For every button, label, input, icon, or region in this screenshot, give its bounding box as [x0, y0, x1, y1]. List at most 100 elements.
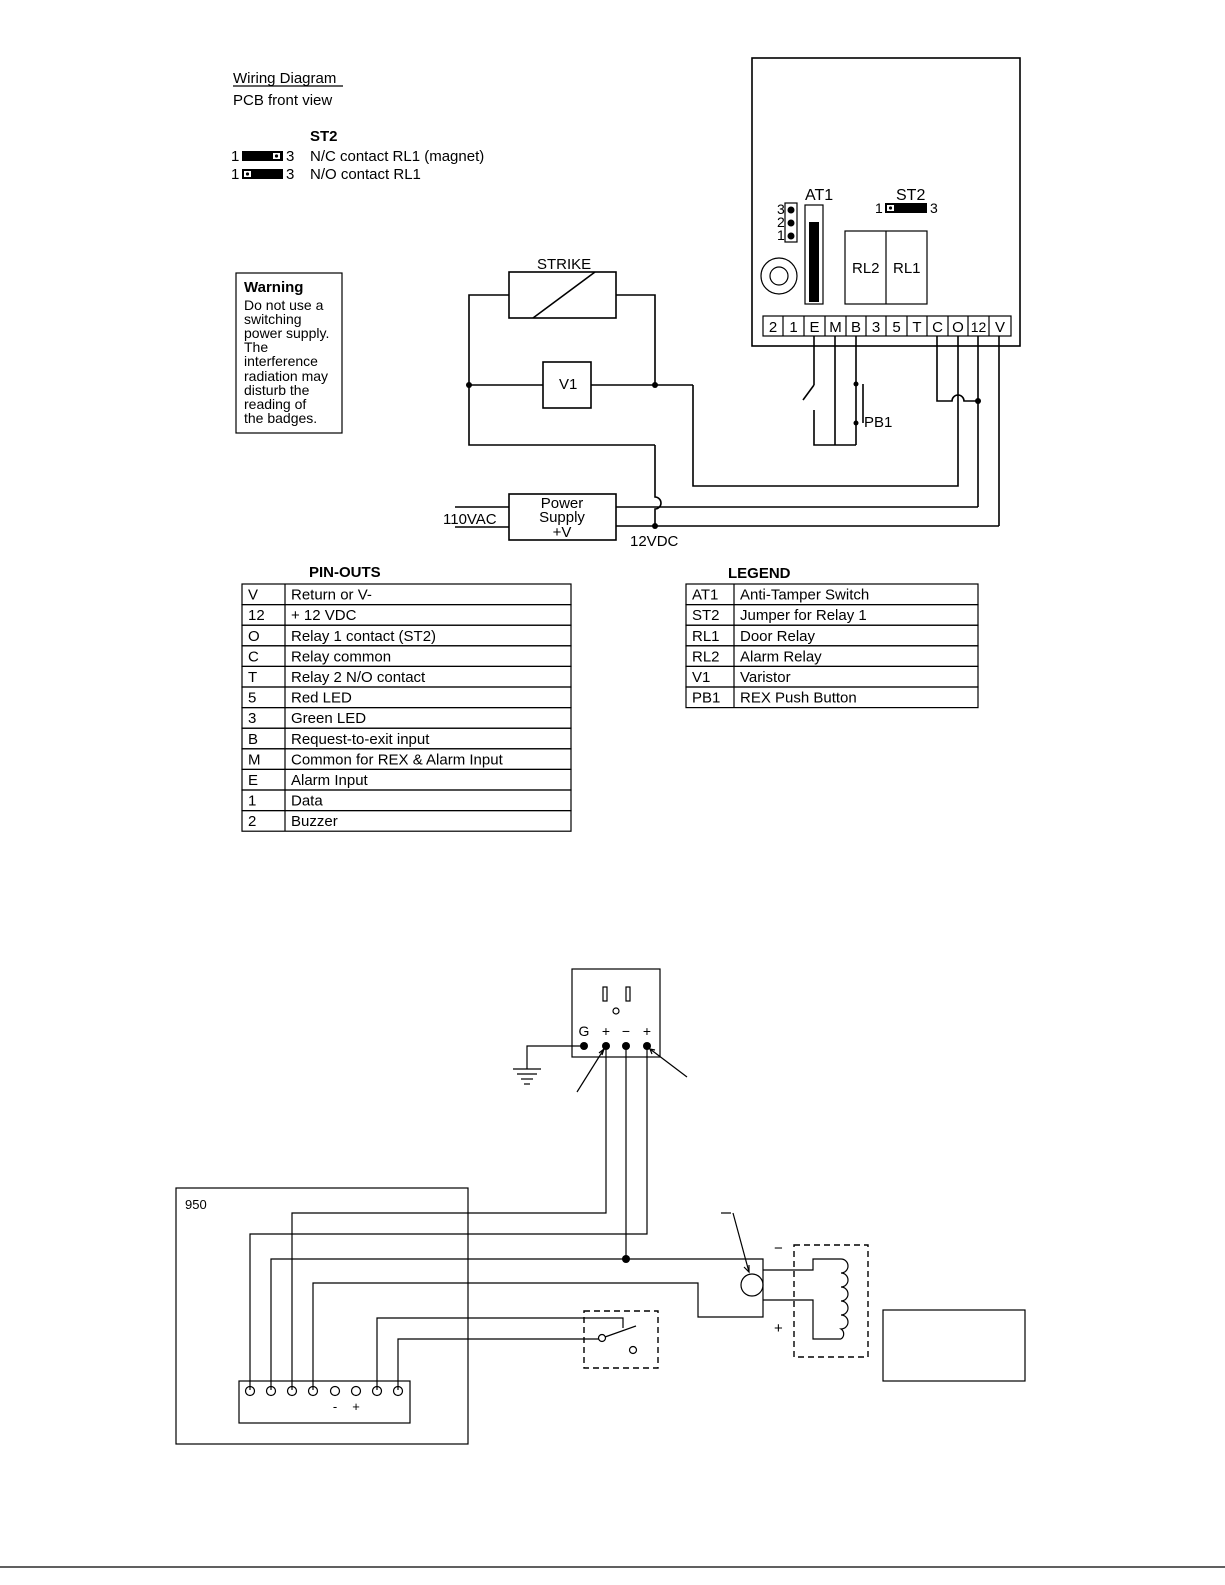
svg-text:1: 1: [875, 200, 883, 216]
svg-text:1: 1: [777, 227, 785, 243]
input-110vac-label: 110VAC: [443, 511, 497, 528]
pinout-key: 3: [248, 710, 256, 727]
pinout-value: Red LED: [291, 690, 352, 707]
legend-title: LEGEND: [728, 565, 791, 582]
svg-text:switching: switching: [244, 311, 302, 327]
svg-text:+V: +V: [553, 524, 572, 541]
coil-box: [793, 1244, 869, 1358]
motor-icon: [740, 1273, 764, 1297]
pinout-key: 1: [248, 793, 256, 810]
svg-text:power supply.: power supply.: [244, 325, 329, 341]
varistor-label: V1: [559, 376, 577, 393]
pinout-value: Relay common: [291, 648, 391, 665]
svg-text:−: −: [622, 1023, 630, 1039]
svg-text:2: 2: [777, 214, 785, 230]
svg-text:3: 3: [286, 148, 294, 165]
pinout-key: B: [248, 731, 258, 748]
terminal-e: E: [809, 319, 819, 336]
legend-key: PB1: [692, 690, 720, 707]
pcb-st2-label: ST2: [896, 187, 925, 204]
panel-950: [175, 1187, 469, 1445]
legend-row: RL1 Door Relay: [685, 624, 979, 647]
jumper-no-icon: [242, 169, 283, 179]
warning-box: Warning Do not use a switching power sup…: [235, 272, 343, 434]
right-empty-box: [882, 1309, 1026, 1382]
pinout-row: C Relay common: [241, 645, 572, 667]
svg-text:Supply: Supply: [539, 509, 585, 526]
svg-text:−: −: [774, 1240, 783, 1257]
terminal-v: V: [995, 319, 1005, 336]
pinout-row: V Return or V-: [241, 583, 572, 606]
svg-text:-: -: [333, 1399, 337, 1414]
legend-key: RL1: [692, 628, 720, 645]
legend-row: PB1 REX Push Button: [685, 686, 979, 709]
warning-title: Warning: [244, 279, 303, 296]
pinout-key: C: [248, 648, 259, 665]
pinout-row: 5 Red LED: [241, 686, 572, 709]
diagram-subtitle: PCB front view: [233, 92, 332, 109]
svg-text:N/O contact RL1: N/O contact RL1: [310, 166, 421, 183]
svg-text:1: 1: [231, 166, 239, 183]
at1-pin-3: [787, 206, 795, 214]
legend-key: ST2: [692, 607, 720, 624]
outlet-box: [571, 968, 661, 1058]
coil-icon: [839, 1258, 849, 1340]
pinout-key: E: [248, 772, 258, 789]
svg-text:3: 3: [777, 201, 785, 217]
svg-text:+: +: [643, 1023, 651, 1039]
tamper-button-icon: [760, 257, 798, 295]
svg-text:Do not use a: Do not use a: [244, 297, 324, 313]
pinout-key: V: [248, 587, 258, 604]
outlet-ground-hole-icon: [612, 1007, 620, 1015]
svg-text:1: 1: [231, 148, 239, 165]
outlet-slot-icon: [625, 986, 631, 1002]
output-12vdc-label: 12VDC: [630, 533, 679, 550]
legend-value: Alarm Relay: [740, 648, 822, 665]
pinout-value: Data: [291, 793, 323, 810]
pinout-value: Green LED: [291, 710, 366, 727]
pushbutton-label: PB1: [864, 414, 892, 431]
terminal-3: 3: [872, 319, 880, 336]
panel-950-label: 950: [185, 1197, 207, 1212]
relay-rl2: RL2: [852, 260, 880, 277]
terminal-12: 12: [971, 319, 987, 335]
strike-circuit: STRIKE V1 Power Supply +V 110VAC 12VDC: [443, 256, 1000, 550]
svg-text:reading of: reading of: [244, 396, 306, 412]
st2-row-nc: 1 3 N/C contact RL1 (magnet): [231, 148, 484, 165]
pinout-value: Return or V-: [291, 587, 372, 604]
svg-text:disturb the: disturb the: [244, 382, 310, 398]
svg-text:3: 3: [286, 166, 294, 183]
terminal-2: 2: [769, 319, 777, 336]
at1-label: AT1: [805, 187, 833, 204]
st2-heading: ST2: [310, 128, 338, 145]
terminal-5: 5: [892, 319, 900, 336]
pcb-board: AT1 3 2 1 ST2 1 3 RL2 RL1: [751, 57, 1021, 347]
terminal-c: C: [932, 319, 943, 336]
pinout-key: 5: [248, 690, 256, 707]
power-supply-box: [508, 493, 617, 541]
ground-icon: [513, 1068, 541, 1085]
at1-pin-2: [787, 219, 795, 227]
pinout-key: T: [248, 669, 257, 686]
terminal-t: T: [912, 319, 921, 336]
svg-text:interference: interference: [244, 353, 318, 369]
pinout-row: 3 Green LED: [241, 706, 572, 729]
terminal-b: B: [851, 319, 861, 336]
outlet-slot-icon: [602, 986, 608, 1002]
legend-key: V1: [692, 669, 710, 686]
pinout-row: 1 Data: [241, 789, 572, 812]
svg-text:G: G: [579, 1023, 590, 1039]
legend-value: REX Push Button: [740, 690, 857, 707]
at1-pin-1: [787, 232, 795, 240]
terminal-o: O: [952, 319, 964, 336]
pinout-value: + 12 VDC: [291, 607, 357, 624]
pinout-key: M: [248, 751, 261, 768]
legend-value: Door Relay: [740, 628, 816, 645]
terminal-1: 1: [789, 319, 797, 336]
